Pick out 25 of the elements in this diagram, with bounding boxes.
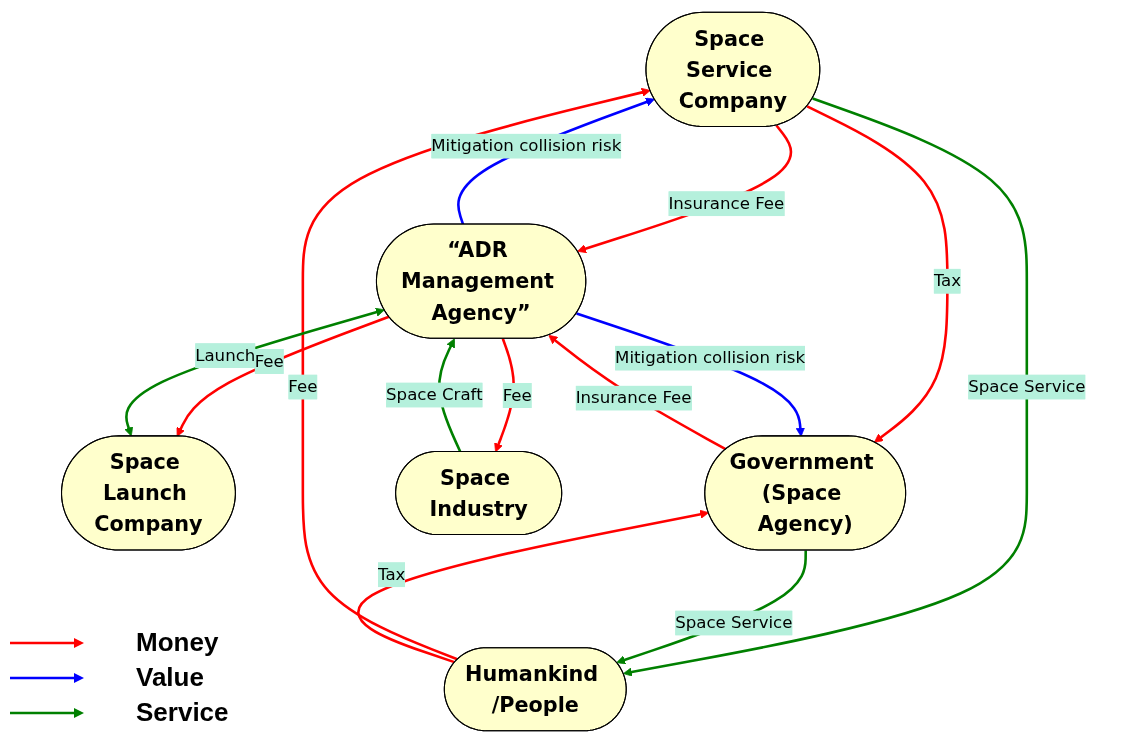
arrow (176, 315, 390, 437)
arrow (301, 87, 651, 661)
arrow (623, 96, 1029, 677)
edge-label: Tax (933, 270, 962, 291)
edge-label: Mitigation collision risk (615, 347, 806, 368)
edge-label: Fee (502, 384, 532, 405)
arrow (616, 550, 808, 664)
edge-label: Launch (195, 344, 256, 365)
edge-label: Space Service (675, 612, 793, 632)
edge-label: Fee (254, 350, 284, 371)
arrow (577, 124, 793, 253)
arrow (357, 509, 709, 664)
edge-label: Space Craft (386, 384, 483, 404)
edge-label: Fee (288, 376, 318, 396)
edge-label: Insurance Fee (668, 192, 785, 213)
arrow (806, 104, 949, 443)
legend-label: Value (136, 662, 204, 693)
arrow (548, 334, 727, 451)
edge-label: Tax (378, 563, 406, 584)
edge-label: Insurance Fee (575, 387, 692, 407)
edge-label: Mitigation collision risk (431, 135, 622, 155)
legend-label: Money (136, 627, 219, 658)
legend-label: Service (136, 697, 229, 728)
edge-label: Space Service (968, 376, 1086, 396)
arrow (124, 307, 385, 436)
